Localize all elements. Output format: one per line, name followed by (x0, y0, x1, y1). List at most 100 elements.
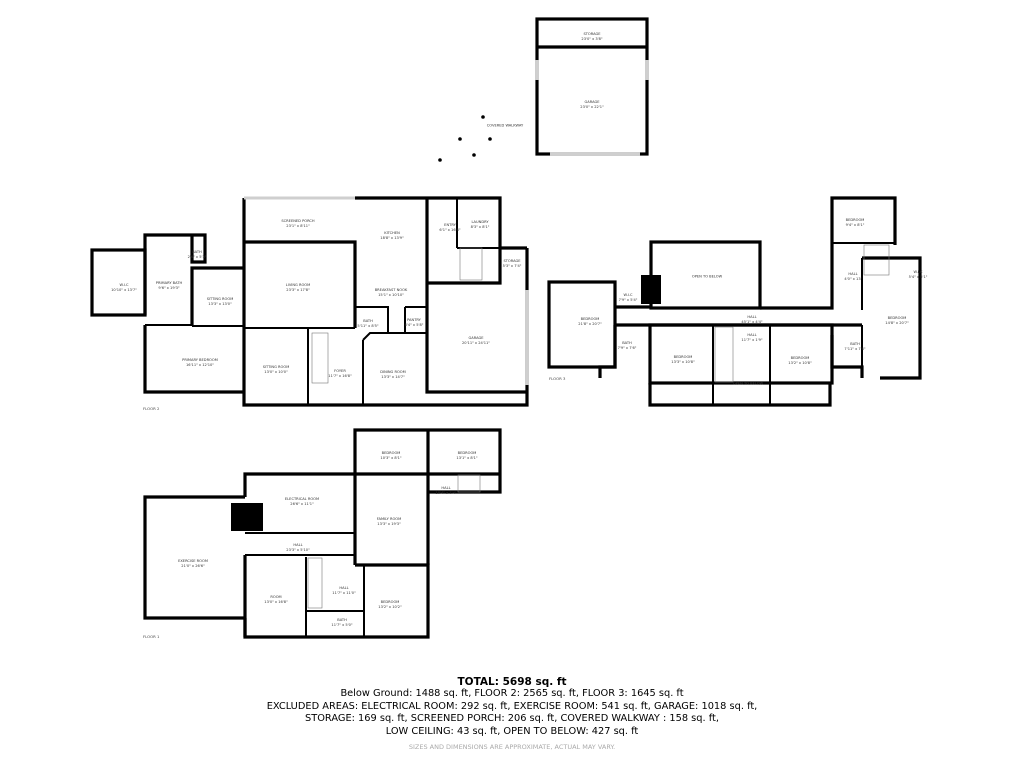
room-dimensions: 13'3" x 10'8" (671, 360, 695, 364)
room-name: OPEN TO BELOW (691, 274, 723, 279)
room-name: BATH (622, 341, 632, 345)
room-name: SITTING ROOM (206, 297, 234, 301)
room-name: SITTING ROOM (262, 365, 290, 369)
room-dimensions: 13'3" x 19'3" (377, 522, 401, 526)
room-name: HALL (339, 586, 349, 590)
room-name: ELECTRICAL ROOM (284, 497, 320, 501)
room-name: BEDROOM (887, 316, 907, 320)
room-dimensions: 11'7" x 11'0" (332, 591, 356, 595)
room-name: W.I.C (913, 270, 923, 274)
room-dimensions: 9'4" x 8'1" (845, 223, 865, 227)
room-name: PANTRY (407, 318, 421, 322)
floor-areas: Below Ground: 1488 sq. ft, FLOOR 2: 2565… (340, 688, 684, 700)
disclaimer: SIZES AND DIMENSIONS ARE APPROXIMATE, AC… (408, 743, 616, 751)
room-dimensions: 16'11" x 12'10" (186, 363, 214, 367)
floor-3-label: FLOOR 3 (549, 376, 566, 381)
room-dimensions: 11'7" x 16'8" (328, 374, 352, 378)
room-dimensions: 8'3" x 8'1" (470, 225, 490, 229)
floor1-walls (143, 428, 502, 639)
room-dimensions: 6'1" x 16'6" (439, 228, 461, 232)
room-dimensions: 7'9" x 7'6" (617, 346, 637, 350)
room-name: LAUNDRY (471, 220, 489, 224)
room-dimensions: 21'0" x 26'6" (181, 564, 205, 568)
room-name: BATH (337, 618, 347, 622)
floor3-walls (547, 196, 922, 407)
room-dimensions: 10'3" x 8'1" (380, 456, 402, 460)
room-name: HALL (747, 333, 757, 337)
room-name: HALL (747, 315, 757, 319)
room-dimensions: 23'3" x 17'8" (286, 288, 310, 292)
room-dimensions: 13'0" x 16'8" (264, 600, 288, 604)
excluded-areas-3: LOW CEILING: 43 sq. ft, OPEN TO BELOW: 4… (385, 725, 639, 737)
room-name: EXERCISE ROOM (178, 559, 208, 563)
room-dimensions: 45'1" x 4'4" (741, 320, 763, 324)
room-name: GARAGE (584, 100, 600, 104)
excluded-areas-2: STORAGE: 169 sq. ft, SCREENED PORCH: 206… (305, 713, 719, 725)
room-dimensions: 11'7" x 5'0" (331, 623, 353, 627)
room-name: ENTRY (444, 223, 456, 227)
room-dimensions: 13'0" x 10'0" (264, 370, 288, 374)
room-name: BEDROOM (457, 451, 477, 455)
room-name: STORAGE (583, 32, 601, 36)
room-name: OPEN TO BELOW (732, 381, 764, 386)
room-dimensions: 23'3" x 5'10" (286, 548, 310, 552)
room-name: ROOM (270, 595, 282, 599)
room-dimensions: 5'3" x 7'4" (502, 264, 522, 268)
room-label: COVERED WALKWAY (487, 124, 523, 129)
room-dimensions: 11'7" x 1'9" (741, 338, 763, 342)
room-name: SCREENED PORCH (281, 219, 315, 223)
room-name: HALL (441, 486, 451, 490)
room-dimensions: 10'10" x 13'7" (111, 288, 137, 292)
room-dimensions: 14'8" x 20'7" (885, 321, 909, 325)
room-name: KITCHEN (384, 231, 400, 235)
room-name: W.I.C (623, 293, 633, 297)
room-dimensions: 13'1" x 8'1" (456, 456, 478, 460)
room-name: BEDROOM (380, 600, 400, 604)
room-name: BEDROOM (673, 355, 693, 359)
room-name: FOYER (334, 369, 346, 373)
room-name: BATH (192, 250, 202, 254)
excluded-areas-1: EXCLUDED AREAS: ELECTRICAL ROOM: 292 sq.… (266, 700, 758, 712)
room-name: BATH (363, 319, 373, 323)
room-name: HALL (293, 543, 303, 547)
room-dimensions: 6'4" x 5'8" (404, 323, 424, 327)
room-dimensions: 10'4" x 7'4" (435, 491, 457, 495)
covered-walkway-posts (438, 115, 492, 162)
floor2-walls (90, 196, 529, 407)
room-dimensions: 13'3" x 14'7" (381, 375, 405, 379)
room-dimensions: 5'4" x 5'1" (908, 275, 928, 279)
room-name: BEDROOM (580, 317, 600, 321)
room-name: STORAGE (503, 259, 521, 263)
